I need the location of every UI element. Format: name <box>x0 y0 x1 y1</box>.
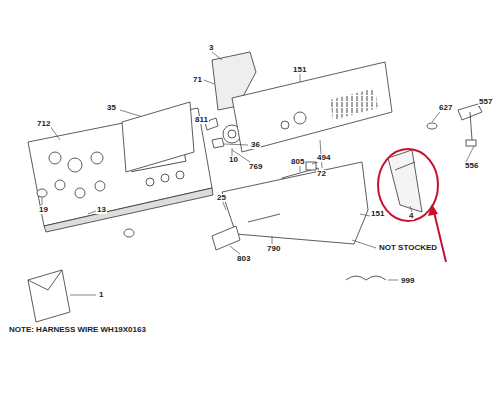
callout-number: 72 <box>316 170 327 178</box>
callout-number: 999 <box>400 277 415 285</box>
callout-number: 25 <box>216 194 227 202</box>
highlight-arrow <box>434 212 446 262</box>
callout-number: 35 <box>106 104 117 112</box>
callout-number: 13 <box>96 206 107 214</box>
callout-number: 556 <box>464 162 479 170</box>
callout-number: 494 <box>316 154 331 162</box>
callout-number: 790 <box>266 245 281 253</box>
bracket <box>388 150 422 212</box>
callout-number: 3 <box>208 44 214 52</box>
lower-bracket <box>222 162 368 244</box>
callout-number: 1 <box>98 291 104 299</box>
control-board <box>122 102 194 172</box>
callout-number: 10 <box>228 156 239 164</box>
back-panel <box>232 62 392 152</box>
callout-number: 803 <box>236 255 251 263</box>
callout-number: 811 <box>194 116 209 124</box>
callout-number: 71 <box>192 76 203 84</box>
callout-number: 151 <box>292 66 307 74</box>
highlight-circle <box>378 149 438 221</box>
callout-number: 151 <box>370 210 385 218</box>
callout-number: 712 <box>36 120 51 128</box>
callout-number: 805 <box>290 158 305 166</box>
callout-number: 627 <box>438 104 453 112</box>
callout-number: 19 <box>38 206 49 214</box>
callout-number: 769 <box>248 163 263 171</box>
callout-number: 557 <box>478 98 493 106</box>
callout-number: 36 <box>250 141 261 149</box>
callout-number: NOT STOCKED <box>378 244 438 252</box>
note-text: NOTE: HARNESS WIRE WH19X0163 <box>8 326 147 334</box>
callout-number: 4 <box>408 212 414 220</box>
